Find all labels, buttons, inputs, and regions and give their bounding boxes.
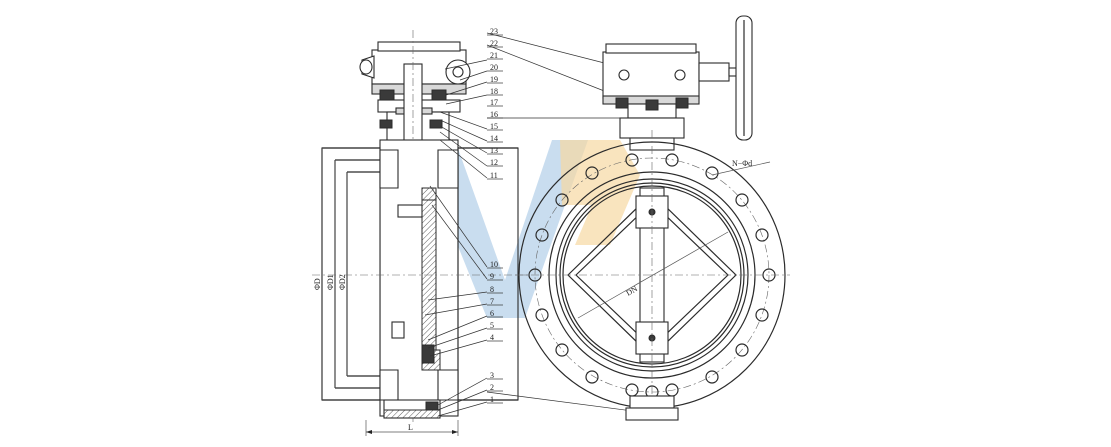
dimension-lines bbox=[321, 148, 459, 436]
part-number-1: 1 bbox=[490, 395, 494, 404]
part-number-20: 20 bbox=[490, 63, 498, 72]
side-view: ΦD ΦD1 ΦD2 L bbox=[312, 30, 530, 436]
part-number-12: 12 bbox=[490, 158, 498, 167]
bolt-holes bbox=[528, 153, 776, 399]
dim-d: ΦD bbox=[313, 278, 322, 290]
part-number-7: 7 bbox=[490, 297, 494, 306]
dim-d1: ΦD1 bbox=[326, 274, 335, 290]
bolt-callout: N−Φd bbox=[732, 159, 752, 168]
dim-dn: DN bbox=[625, 284, 640, 298]
part-number-17: 17 bbox=[490, 98, 498, 107]
dim-l: L bbox=[408, 423, 413, 432]
part-number-21: 21 bbox=[490, 51, 498, 60]
front-view: DN N−Φd bbox=[515, 15, 790, 421]
part-number-6: 6 bbox=[490, 309, 494, 318]
part-number-15: 15 bbox=[490, 122, 498, 131]
dim-d2: ΦD2 bbox=[338, 274, 347, 290]
part-number-labels: 23 22 21 20 19 18 17 16 15 14 13 12 11 1… bbox=[490, 27, 498, 404]
part-number-22: 22 bbox=[490, 39, 498, 48]
part-number-3: 3 bbox=[490, 371, 494, 380]
part-number-4: 4 bbox=[490, 333, 494, 342]
part-number-19: 19 bbox=[490, 75, 498, 84]
part-number-16: 16 bbox=[490, 110, 498, 119]
part-number-14: 14 bbox=[490, 134, 498, 143]
part-number-13: 13 bbox=[490, 146, 498, 155]
part-number-18: 18 bbox=[490, 87, 498, 96]
part-number-2: 2 bbox=[490, 383, 494, 392]
part-number-23: 23 bbox=[490, 27, 498, 36]
leader-lines bbox=[424, 32, 649, 417]
part-number-8: 8 bbox=[490, 285, 494, 294]
part-number-9: 9 bbox=[490, 272, 494, 281]
part-number-5: 5 bbox=[490, 321, 494, 330]
part-number-11: 11 bbox=[490, 171, 498, 180]
part-number-10: 10 bbox=[490, 260, 498, 269]
